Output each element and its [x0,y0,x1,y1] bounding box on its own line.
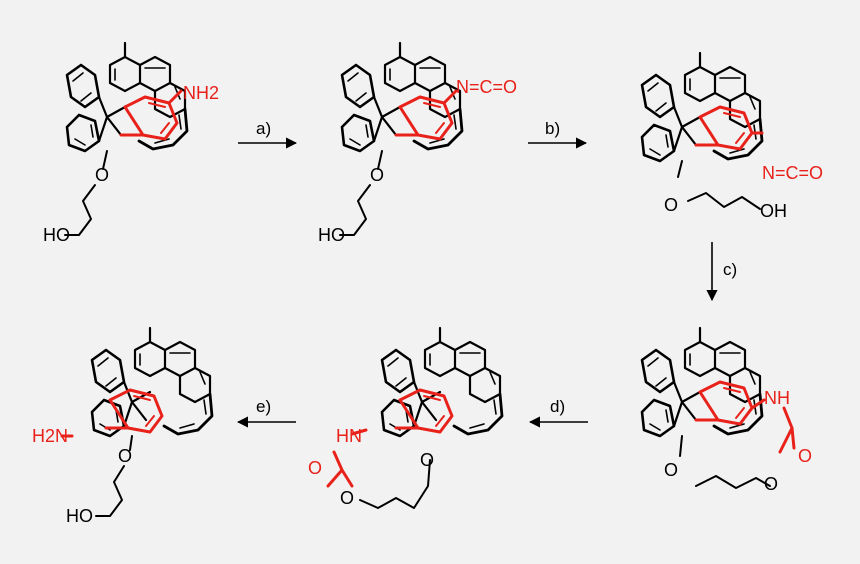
molecule-4-carbamate-bonds [750,398,796,454]
molecule-6-label-3: HO [66,506,93,526]
molecule-2-chain [339,150,383,236]
molecule-2-label-2: O [370,165,384,185]
molecule-4-chain [679,435,771,489]
arrow-c: c) [706,242,737,302]
molecule-4-label-2: O [798,446,812,466]
molecule-5-red-ring [394,388,454,434]
molecule-3-red-ring [694,105,754,151]
molecule-2-label-3: HO [318,225,345,245]
step-label-c: c) [723,260,737,279]
molecule-5-label-4: O [420,450,434,470]
molecule-4-label-4: O [764,474,778,494]
molecule-4-label-1: NH [764,388,790,408]
molecule-5-carbamate-bonds [326,428,368,488]
arrow-b: b) [528,119,588,149]
molecule-3-label-2: O [664,195,678,215]
molecule-5-label-3: O [340,488,354,508]
molecule-1: NH2 O HO [43,41,219,245]
step-label-d: d) [550,397,565,416]
molecule-3-chain [677,160,761,210]
molecule-3-label-3: OH [760,201,787,221]
molecule-4: NH O O O [640,326,812,494]
molecule-2-label-1: N=C=O [456,77,517,97]
molecule-1-label-1: NH2 [183,83,219,103]
step-label-b: b) [545,119,560,138]
molecule-5-label-1: HN [336,426,362,446]
molecule-6: H2N O HO [32,326,214,526]
molecule-5: HN O O O [308,326,504,509]
step-label-a: a) [256,119,271,138]
step-label-e: e) [256,397,271,416]
molecule-2: N=C=O O HO [318,41,517,245]
molecule-2-isocyanate-bond [442,89,458,105]
molecule-6-label-1: H2N [32,426,68,446]
molecule-4-label-3: O [664,460,678,480]
molecule-3-label-1: N=C=O [762,163,823,183]
molecule-4-red-ring [694,380,754,426]
arrow-d: d) [528,397,588,428]
molecule-1-label-2: O [95,165,109,185]
molecule-6-label-2: O [118,446,132,466]
molecule-5-label-2: O [308,458,322,478]
molecule-1-label-3: HO [43,225,70,245]
molecule-1-amine-bond [167,89,183,105]
molecule-5-chain [359,459,431,509]
molecule-3: N=C=O O OH [640,51,823,221]
arrow-a: a) [238,119,298,149]
arrow-e: e) [236,397,296,428]
molecule-6-chain [95,435,133,517]
molecule-6-red-ring [104,388,164,434]
molecule-1-chain [64,150,108,236]
